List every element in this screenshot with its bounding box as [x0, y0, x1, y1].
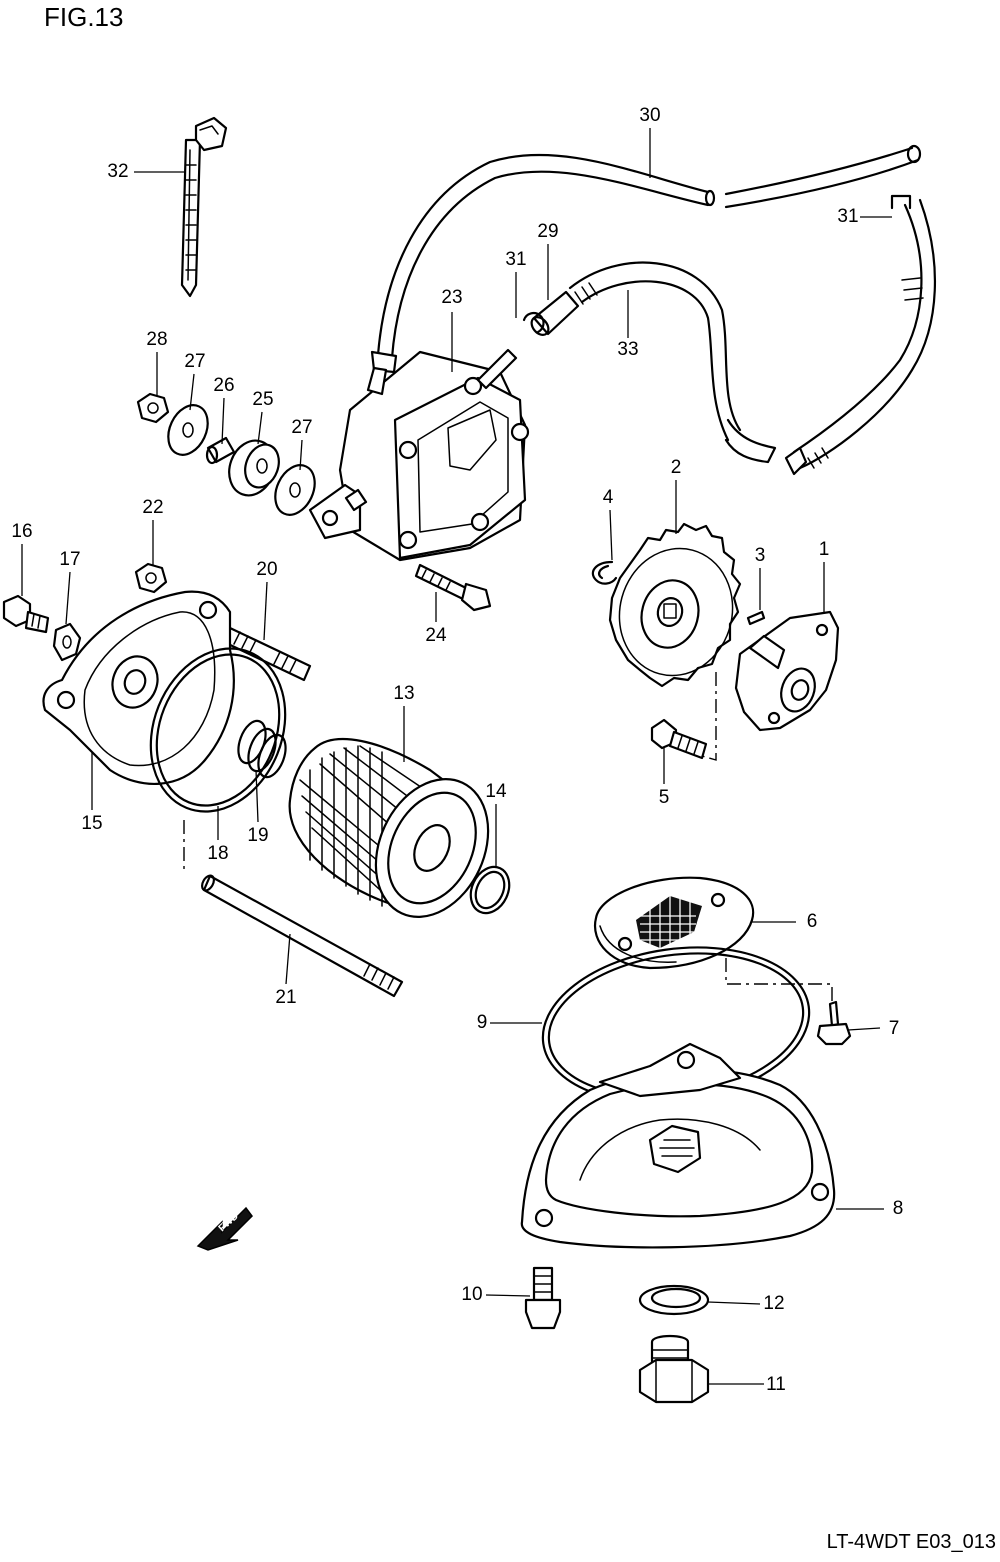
- part-1-oil-pump: [701, 610, 840, 761]
- callout-33: 33: [617, 339, 638, 360]
- callout-28: 28: [146, 329, 167, 350]
- callout-20: 20: [256, 559, 277, 580]
- part-26-collar: [205, 436, 236, 465]
- callout-31-left: 31: [505, 249, 526, 270]
- part-10-bolt: [524, 1266, 562, 1330]
- part-15-filter-cover: [42, 590, 235, 786]
- part-16-bolt: [2, 594, 50, 634]
- part-33-hose: [530, 198, 937, 476]
- callout-23: 23: [441, 287, 462, 308]
- callout-25: 25: [252, 389, 273, 410]
- part-21-bolt: [183, 820, 404, 998]
- callout-labels: 32 30 31 29 31 33 23 28 27 26 25 27 22 1…: [11, 105, 903, 1395]
- callout-2: 2: [671, 457, 682, 478]
- callout-19: 19: [247, 825, 268, 846]
- callout-6: 6: [807, 911, 818, 932]
- callout-1: 1: [819, 539, 830, 560]
- part-4-circlip: [591, 560, 618, 585]
- callout-5: 5: [659, 787, 670, 808]
- part-14-o-ring: [469, 865, 511, 915]
- callout-8: 8: [893, 1198, 904, 1219]
- figure-title: FIG.13: [44, 2, 124, 32]
- part-11-drain-plug: [638, 1334, 710, 1404]
- part-24-bolt: [414, 563, 492, 612]
- part-32-cable-tie: [180, 116, 228, 298]
- callout-10: 10: [461, 1284, 482, 1305]
- callout-27-right: 27: [291, 417, 312, 438]
- part-23-fuel-pump: [308, 348, 530, 562]
- callout-4: 4: [603, 487, 614, 508]
- part-18-o-ring: [149, 647, 287, 813]
- callout-30: 30: [639, 105, 660, 126]
- part-27-washer-b: [274, 464, 316, 516]
- callout-11: 11: [766, 1374, 786, 1395]
- callout-14: 14: [485, 781, 507, 802]
- callout-21: 21: [275, 987, 296, 1008]
- callout-26: 26: [213, 375, 234, 396]
- part-17-washer: [52, 622, 82, 662]
- part-22-nut: [134, 562, 168, 594]
- drawing-code: LT-4WDT E03_013: [826, 1531, 996, 1553]
- part-8-oil-pan: [520, 1042, 836, 1249]
- part-3-pin: [746, 610, 766, 626]
- part-13-oil-filter: [288, 737, 490, 918]
- callout-9: 9: [477, 1012, 488, 1033]
- callout-31-right: 31: [837, 206, 858, 227]
- callout-18: 18: [207, 843, 228, 864]
- part-27-washer-a: [167, 404, 209, 456]
- callout-16: 16: [11, 521, 32, 542]
- part-30-hose: [370, 144, 922, 374]
- part-28-nut: [136, 392, 170, 424]
- callout-7: 7: [889, 1018, 900, 1039]
- callout-32: 32: [107, 161, 128, 182]
- callout-22: 22: [142, 497, 163, 518]
- callout-3: 3: [755, 545, 766, 566]
- callout-27-left: 27: [184, 351, 205, 372]
- fwd-direction-arrow: FWD: [196, 1206, 253, 1251]
- part-6-strainer: [593, 876, 833, 1002]
- part-19-spring: [237, 719, 287, 779]
- callout-12: 12: [763, 1293, 784, 1314]
- part-2-gear: [608, 522, 742, 688]
- callout-15: 15: [81, 813, 102, 834]
- part-12-washer: [638, 1284, 710, 1316]
- callout-29: 29: [537, 221, 558, 242]
- part-5-bolt: [650, 718, 708, 760]
- callout-24: 24: [425, 625, 447, 646]
- part-31-clips: [522, 194, 912, 334]
- part-7-screw: [816, 1000, 852, 1046]
- callout-13: 13: [393, 683, 414, 704]
- leader-lines: [21, 128, 892, 1385]
- part-25-grommet: [228, 439, 280, 497]
- callout-17: 17: [59, 549, 80, 570]
